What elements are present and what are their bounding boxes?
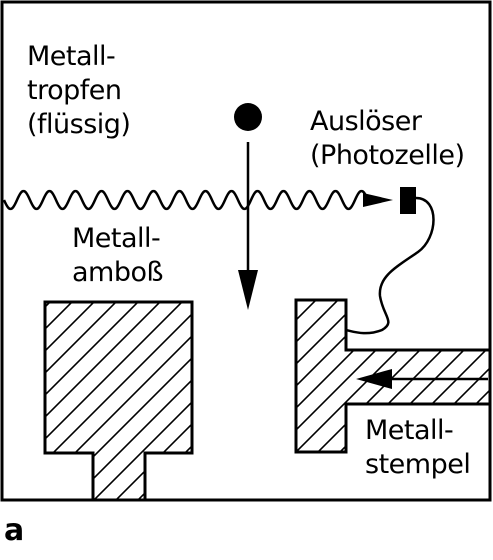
trigger-label-line-1: Auslöser (310, 106, 422, 137)
sensor-cable (345, 196, 435, 335)
trigger-label: Auslöser (Photozelle) (310, 105, 465, 173)
beam-arrowhead (363, 193, 393, 207)
photocell-sensor (400, 187, 416, 214)
anvil-label-line-2: amboß (72, 257, 164, 288)
droplet-label-line-3: (flüssig) (27, 109, 131, 140)
droplet-label: Metall- tropfen (flüssig) (27, 40, 131, 142)
light-beam-wave (2, 189, 370, 211)
anvil-block (43, 300, 194, 502)
outer-frame (0, 0, 492, 502)
droplet-icon (234, 103, 262, 131)
punch-block (294, 298, 490, 454)
fall-arrowhead (238, 270, 258, 310)
punch-label: Metall- stempel (365, 414, 471, 482)
droplet-label-line-2: tropfen (27, 75, 122, 106)
punch-label-line-1: Metall- (365, 415, 454, 446)
punch-arrowhead (356, 369, 392, 389)
droplet-label-line-1: Metall- (27, 41, 116, 72)
anvil-label: Metall- amboß (72, 222, 164, 290)
anvil-label-line-1: Metall- (72, 223, 161, 254)
punch-label-line-2: stempel (365, 449, 471, 480)
trigger-label-line-2: (Photozelle) (310, 140, 465, 171)
panel-label: a (4, 513, 25, 548)
